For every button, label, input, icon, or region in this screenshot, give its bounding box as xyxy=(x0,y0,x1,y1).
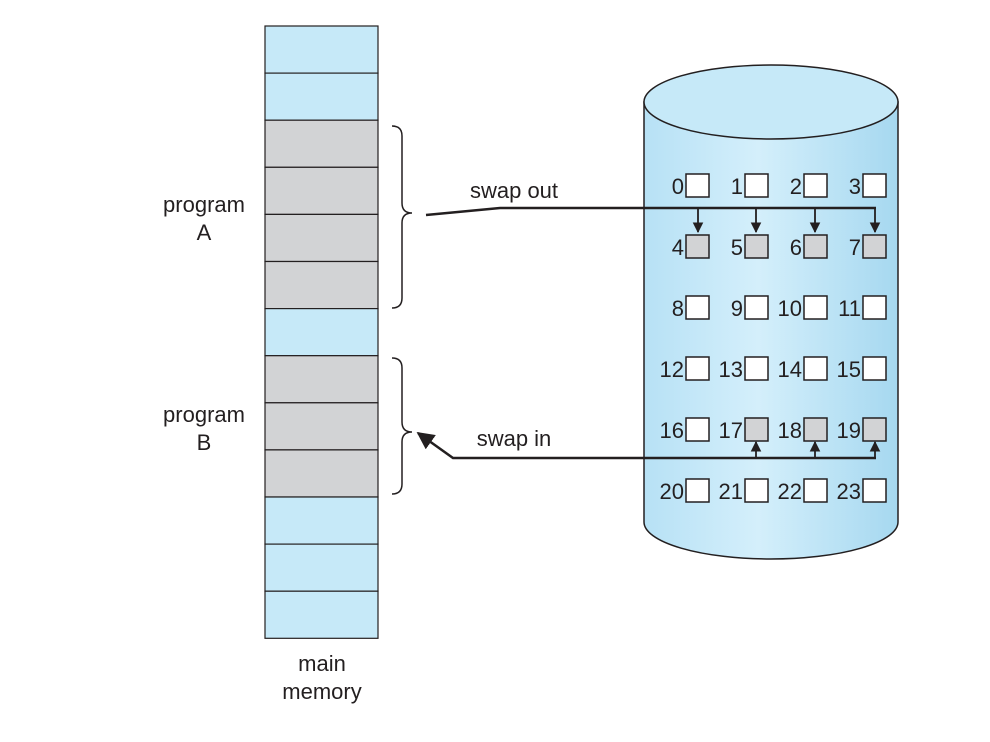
disk-slot-empty xyxy=(744,356,769,381)
backing-store-disk xyxy=(643,64,899,560)
disk-slot-number: 13 xyxy=(719,357,743,382)
disk-slot-empty xyxy=(744,173,769,198)
disk-slot-empty xyxy=(744,478,769,503)
program-b-label-line1: program xyxy=(163,402,245,427)
disk-slot-empty xyxy=(685,478,710,503)
disk-slot-number: 14 xyxy=(778,357,802,382)
memory-block-free xyxy=(264,543,379,592)
swap-in-arrow xyxy=(416,431,881,460)
disk-slot-number: 0 xyxy=(672,174,684,199)
disk-slot-number: 2 xyxy=(790,174,802,199)
memory-block-program-a xyxy=(264,166,379,216)
disk-slot-number: 12 xyxy=(660,357,684,382)
disk-slot-number: 20 xyxy=(660,479,684,504)
program-a-brace xyxy=(391,125,413,309)
main-memory-label-line2: memory xyxy=(282,679,361,704)
memory-block-program-a xyxy=(264,260,379,310)
swap-in-label: swap in xyxy=(477,426,552,451)
disk-slot-number: 5 xyxy=(731,235,743,260)
disk-slot-empty xyxy=(862,356,887,381)
disk-slot-number: 8 xyxy=(672,296,684,321)
disk-slot-empty xyxy=(685,356,710,381)
swap-out-arrow xyxy=(425,206,881,234)
memory-block-free xyxy=(264,72,379,121)
disk-slot-number: 7 xyxy=(849,235,861,260)
disk-slot-used xyxy=(862,417,887,442)
disk-slot-number: 21 xyxy=(719,479,743,504)
disk-slot-number: 23 xyxy=(837,479,861,504)
disk-slot-number: 10 xyxy=(778,296,802,321)
disk-slot-used xyxy=(803,234,828,259)
disk-slot-used xyxy=(803,417,828,442)
disk-slot-number: 6 xyxy=(790,235,802,260)
memory-block-program-b xyxy=(264,355,379,404)
disk-slot-number: 17 xyxy=(719,418,743,443)
disk-slot-number: 16 xyxy=(660,418,684,443)
memory-block-free xyxy=(264,308,379,357)
memory-block-free xyxy=(264,25,379,74)
disk-slot-empty xyxy=(803,478,828,503)
disk-slot-number: 15 xyxy=(837,357,861,382)
disk-slot-empty xyxy=(685,173,710,198)
memory-block-program-b xyxy=(264,449,379,498)
disk-slot-empty xyxy=(803,356,828,381)
disk-slot-used xyxy=(862,234,887,259)
disk-slot-used xyxy=(685,234,710,259)
swap-out-label: swap out xyxy=(470,178,558,203)
disk-slot-number: 9 xyxy=(731,296,743,321)
disk-slot-number: 1 xyxy=(731,174,743,199)
memory-block-program-a xyxy=(264,213,379,263)
disk-slot-empty xyxy=(862,478,887,503)
program-a-label-line1: program xyxy=(163,192,245,217)
memory-block-program-b xyxy=(264,402,379,451)
disk-slot-empty xyxy=(685,295,710,320)
disk-slot-number: 19 xyxy=(837,418,861,443)
program-b-brace xyxy=(391,357,413,495)
disk-slot-empty xyxy=(862,295,887,320)
disk-slot-number: 11 xyxy=(838,296,861,321)
disk-slot-used xyxy=(744,234,769,259)
disk-slot-number: 18 xyxy=(778,418,802,443)
program-a-label-line2: A xyxy=(197,220,212,245)
disk-slot-used xyxy=(744,417,769,442)
main-memory-label-line1: main xyxy=(298,651,346,676)
memory-block-program-a xyxy=(264,119,379,168)
disk-slot-number: 3 xyxy=(849,174,861,199)
program-b-label-line2: B xyxy=(197,430,212,455)
disk-slot-empty xyxy=(803,295,828,320)
main-memory-column xyxy=(264,25,379,639)
memory-block-free xyxy=(264,590,379,639)
disk-slot-number: 22 xyxy=(778,479,802,504)
disk-slot-number: 4 xyxy=(672,235,684,260)
disk-slot-empty xyxy=(862,173,887,198)
memory-block-free xyxy=(264,496,379,545)
disk-slot-empty xyxy=(803,173,828,198)
disk-slot-empty xyxy=(744,295,769,320)
disk-slot-empty xyxy=(685,417,710,442)
